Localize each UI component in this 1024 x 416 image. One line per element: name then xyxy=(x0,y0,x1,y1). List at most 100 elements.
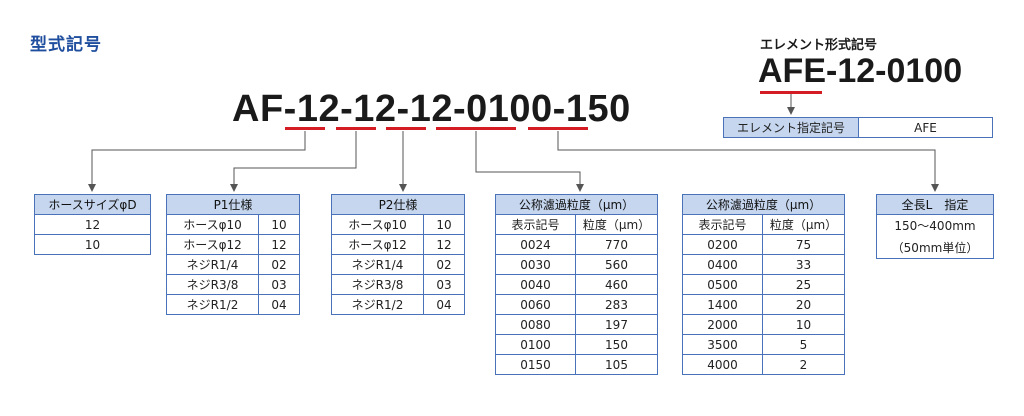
table-row: 表示記号粒度（μm） xyxy=(682,214,845,235)
table-cell: 02 xyxy=(258,254,300,275)
table-cell: ホースφ10 xyxy=(166,214,259,235)
length-unit-note: （50mm単位） xyxy=(876,236,994,259)
model-code-prefix: AF- xyxy=(232,88,297,130)
table-cell: 02 xyxy=(423,254,465,275)
table-cell: 2 xyxy=(762,354,845,375)
table-cell: 0060 xyxy=(495,294,576,315)
hose-size-table: ホースサイズφD 12 10 xyxy=(34,194,151,255)
underline-element xyxy=(760,91,822,94)
table-cell: ネジR3/8 xyxy=(331,274,424,295)
table-cell: 197 xyxy=(575,314,658,335)
model-code-hose: 12 xyxy=(296,88,341,130)
table-cell: 105 xyxy=(575,354,658,375)
column-header: 表示記号 xyxy=(682,214,763,235)
table-cell: 12 xyxy=(34,214,151,235)
table-cell: 0080 xyxy=(495,314,576,335)
table-cell: 04 xyxy=(423,294,465,315)
p1-spec-header: P1仕様 xyxy=(166,194,300,215)
table-cell: 0400 xyxy=(682,254,763,275)
model-code: AF-12-12-12-0100-150 xyxy=(232,88,631,131)
element-code: AFE-12-0100 xyxy=(758,52,963,90)
table-cell: 0024 xyxy=(495,234,576,255)
table-cell: 03 xyxy=(258,274,300,295)
element-table: エレメント指定記号 AFE xyxy=(723,117,993,138)
table-cell: 10 xyxy=(423,214,465,235)
table-cell: ネジR1/2 xyxy=(331,294,424,315)
table-cell: 0040 xyxy=(495,274,576,295)
hose-size-header: ホースサイズφD xyxy=(34,194,151,215)
table-cell: 10 xyxy=(762,314,845,335)
table-cell: ホースφ12 xyxy=(331,234,424,255)
element-title: エレメント形式記号 xyxy=(760,38,878,53)
column-header: 粒度（μm） xyxy=(762,214,845,235)
table-cell: 0500 xyxy=(682,274,763,295)
table-cell: 12 xyxy=(423,234,465,255)
table-cell: 25 xyxy=(762,274,845,295)
length-range: 150〜400mm xyxy=(876,214,994,237)
table-cell: 20 xyxy=(762,294,845,315)
underline-p1 xyxy=(336,127,376,130)
element-table-value: AFE xyxy=(858,117,993,138)
filter-rating-header: 公称濾過粒度（μm） xyxy=(682,194,845,215)
column-header: 表示記号 xyxy=(495,214,576,235)
length-table: 全長L 指定 150〜400mm （50mm単位） xyxy=(876,194,994,259)
underline-p2 xyxy=(386,127,426,130)
table-cell: ホースφ12 xyxy=(166,234,259,255)
p2-spec-header: P2仕様 xyxy=(331,194,465,215)
connector-length xyxy=(557,131,939,192)
table-cell: ネジR3/8 xyxy=(166,274,259,295)
table-cell: 03 xyxy=(423,274,465,295)
model-code-sep: - xyxy=(452,88,467,130)
model-code-sep: - xyxy=(552,88,566,130)
table-cell: 2000 xyxy=(682,314,763,335)
table-cell: 0150 xyxy=(495,354,576,375)
table-cell: 0100 xyxy=(495,334,576,355)
table-cell: ネジR1/2 xyxy=(166,294,259,315)
section-heading: 型式記号 xyxy=(30,35,102,55)
table-cell: 770 xyxy=(575,234,658,255)
model-code-sep: - xyxy=(396,88,410,130)
table-cell: 3500 xyxy=(682,334,763,355)
connector-filter xyxy=(475,131,584,192)
table-cell: 12 xyxy=(258,234,300,255)
table-cell: 4000 xyxy=(682,354,763,375)
length-header: 全長L 指定 xyxy=(876,194,994,215)
table-cell: 560 xyxy=(575,254,658,275)
connector-hose xyxy=(88,131,306,192)
model-code-sep: - xyxy=(340,88,354,130)
model-code-p2: 12 xyxy=(409,88,453,130)
table-cell: 0030 xyxy=(495,254,576,275)
table-cell: 0200 xyxy=(682,234,763,255)
element-table-label: エレメント指定記号 xyxy=(723,117,859,138)
table-row: 表示記号粒度（μm） xyxy=(495,214,658,235)
filter-rating-header: 公称濾過粒度（μm） xyxy=(495,194,658,215)
connector-p1 xyxy=(230,131,357,192)
table-cell: ホースφ10 xyxy=(331,214,424,235)
table-cell: 460 xyxy=(575,274,658,295)
model-code-filter: 0100 xyxy=(466,88,553,130)
table-cell: 10 xyxy=(34,234,151,255)
